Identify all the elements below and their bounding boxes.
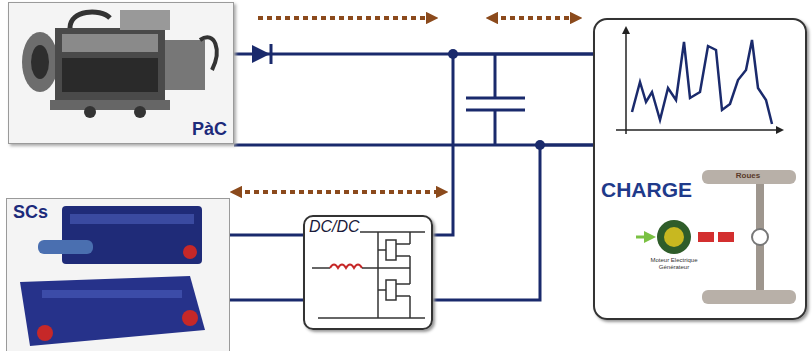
supercapacitor-box: SCs	[6, 198, 230, 351]
power-flow-arrow	[258, 16, 432, 20]
load-profile-graph	[616, 26, 784, 134]
power-flow-arrow	[492, 16, 576, 20]
wire-connector	[230, 235, 303, 300]
wheel-label: Roues	[722, 171, 774, 180]
load-box: CHARGE	[593, 18, 807, 320]
fuel-cell-illustration	[9, 3, 233, 143]
node-label: DC/DC	[309, 218, 360, 236]
motor-label: Moteur Electrique Générateur	[636, 257, 712, 271]
node-label: PàC	[192, 119, 227, 140]
converter-schematic	[312, 232, 425, 318]
capacitor-symbol	[466, 54, 525, 145]
power-flow-arrow	[236, 190, 442, 194]
label-holder: Roues	[722, 171, 774, 180]
label-holder: Moteur Electrique Générateur	[636, 257, 712, 271]
converter-box: DC/DC	[303, 215, 433, 330]
junction-dot	[448, 49, 458, 59]
fuel-cell-box: PàC	[8, 2, 234, 144]
junction-dot	[535, 140, 545, 150]
node-label: SCs	[13, 202, 48, 223]
diode-symbol	[252, 44, 271, 64]
wire-connector	[433, 54, 593, 300]
supercapacitor-illustration	[7, 199, 229, 351]
node-label: CHARGE	[601, 178, 692, 202]
wire-connector	[234, 54, 593, 145]
